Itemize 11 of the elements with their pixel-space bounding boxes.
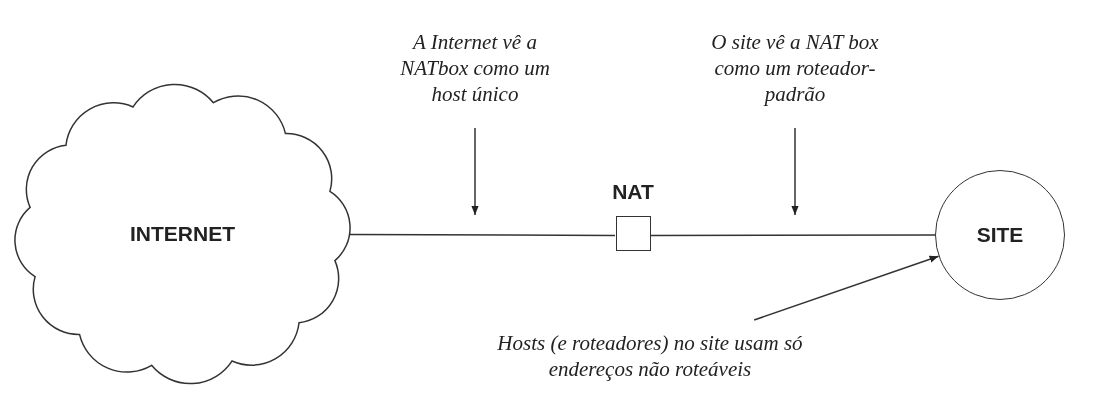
node-label: INTERNET (130, 222, 235, 246)
annotation-text: O site vê a NAT box como um roteador-padrão (710, 29, 880, 107)
arrow (791, 127, 799, 216)
annotation-text: Hosts (e roteadores) no site usam só endereços não roteáveis (496, 330, 804, 382)
arrow (471, 127, 479, 216)
node-label: NAT (612, 180, 654, 204)
node-label: SITE (976, 223, 1024, 247)
arrow (753, 255, 940, 321)
annotation-text: A Internet vê a NATbox como um host único (399, 29, 551, 107)
connection-line (349, 233, 616, 237)
connection-line (649, 234, 936, 237)
